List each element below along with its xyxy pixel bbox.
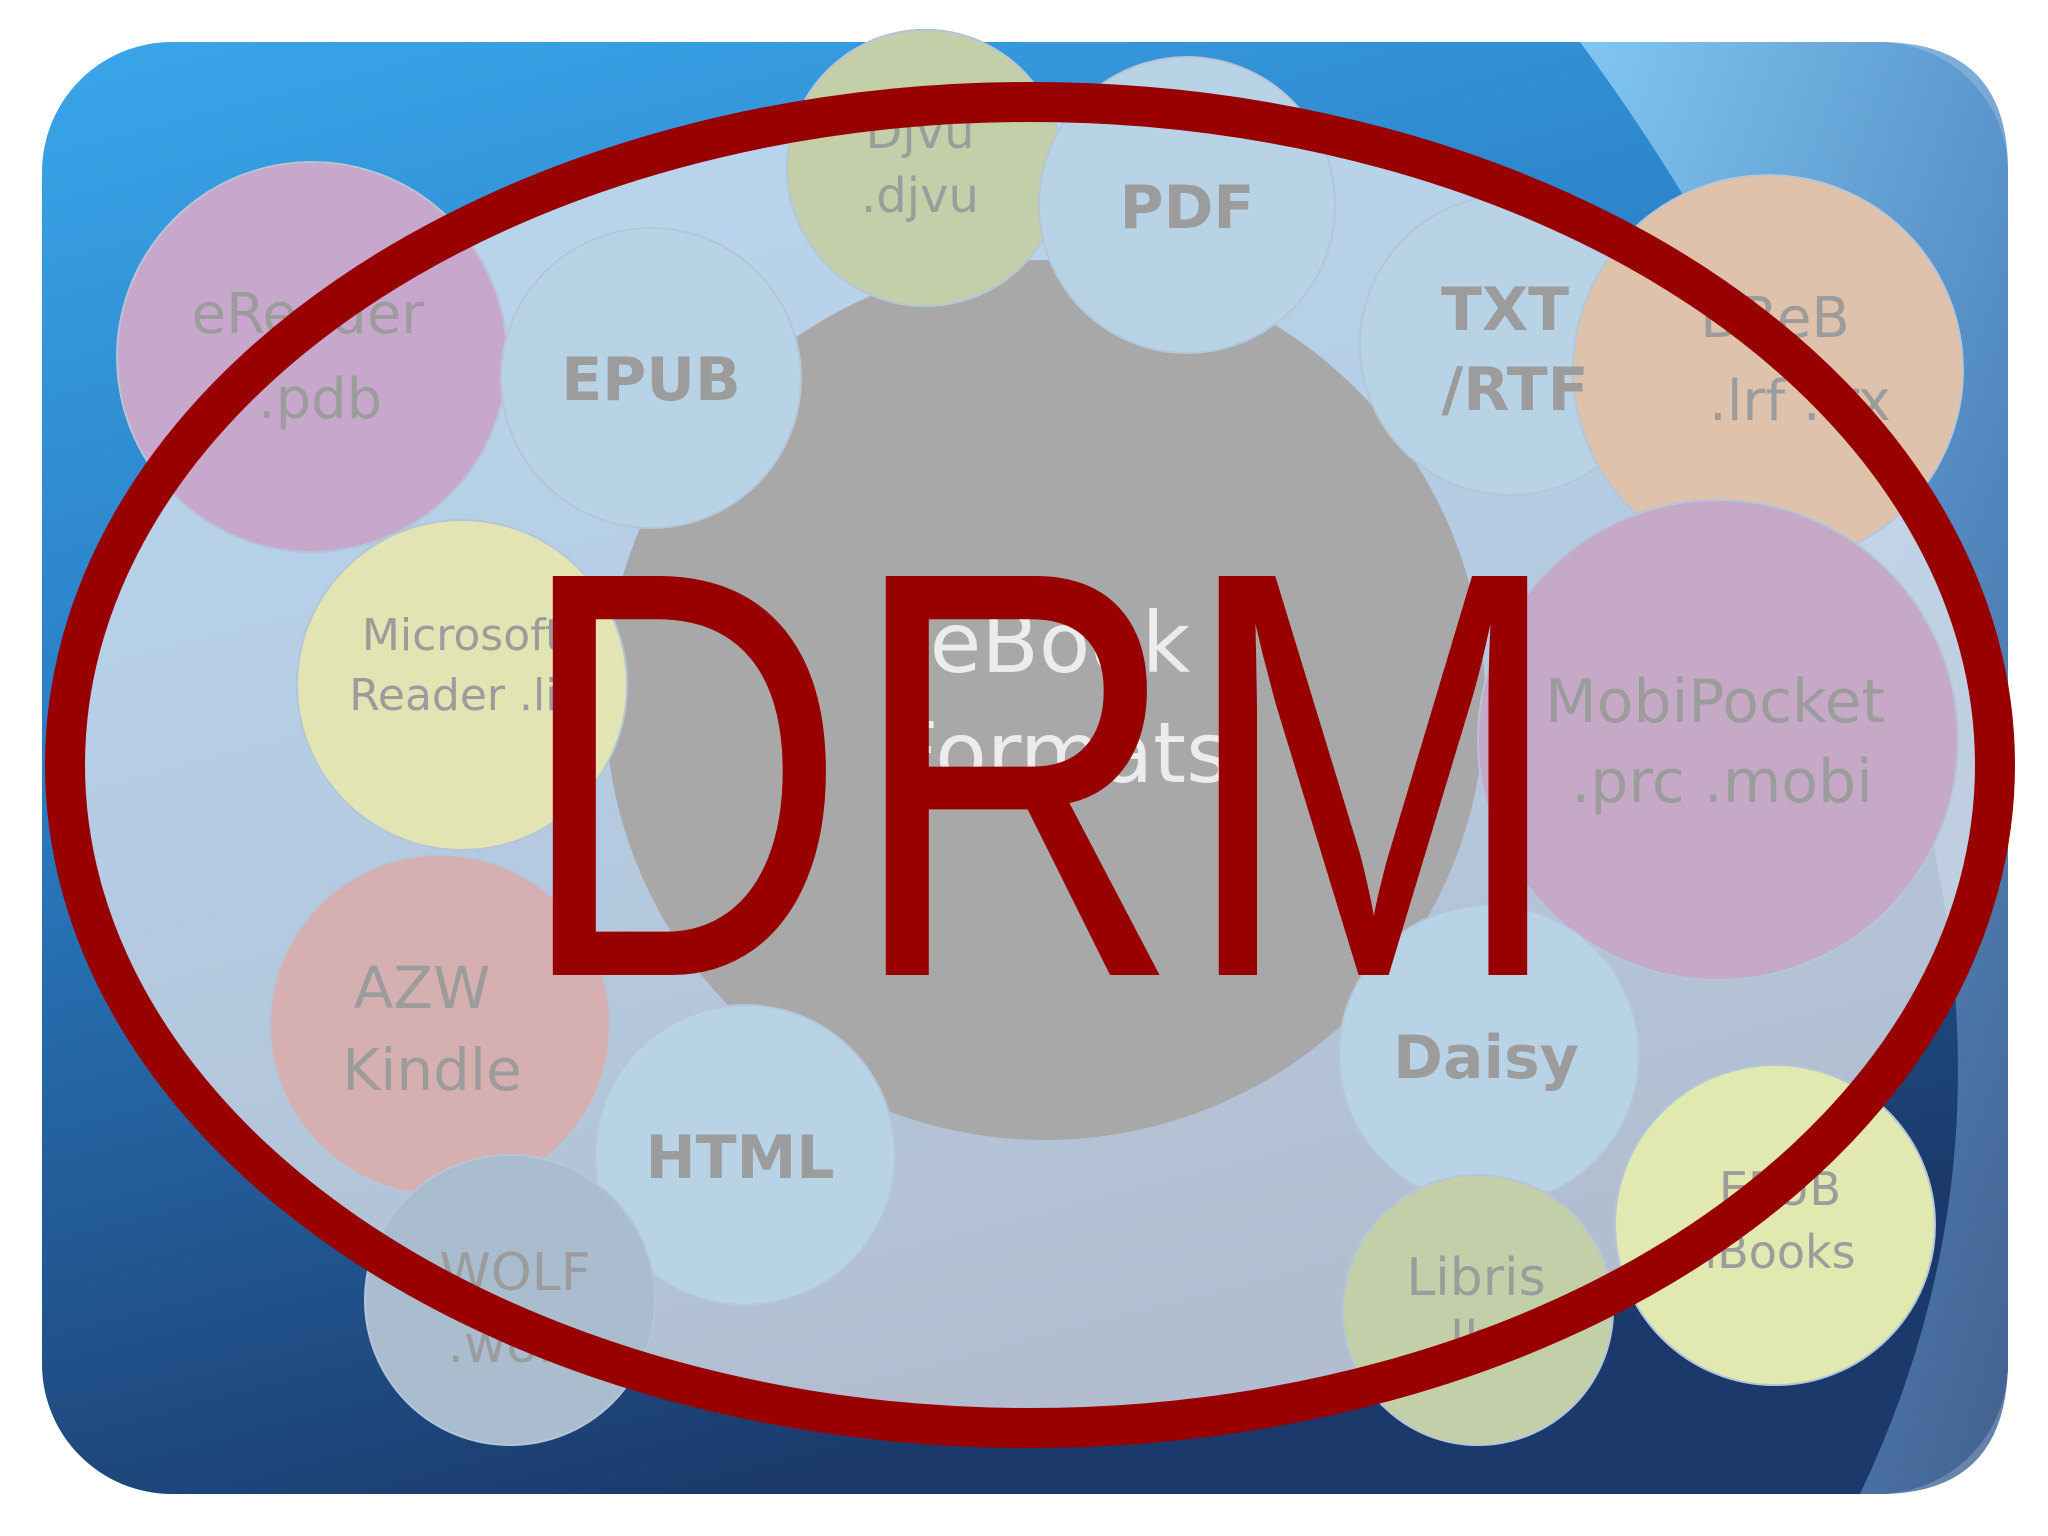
microsoft-reader-circle — [296, 519, 628, 851]
mobipocket-circle — [1477, 499, 1959, 981]
rtf-label: /RTF — [1441, 355, 1588, 425]
microsoft-reader-label-2: Reader .lit — [349, 670, 574, 721]
libris-label: Libris — [1406, 1248, 1545, 1308]
epub-label: EPUB — [561, 345, 740, 415]
drm-text: DRM — [515, 450, 1565, 1098]
mobipocket-label: MobiPocket — [1545, 667, 1885, 737]
epub-ibooks-circle-faded — [1614, 1064, 1936, 1386]
ereader-ext: .pdb — [258, 367, 382, 432]
daisy-label: Daisy — [1393, 1023, 1579, 1093]
html-label: HTML — [645, 1123, 834, 1193]
format-circles-inner — [116, 29, 1964, 1446]
djvu-ext: .djvu — [861, 168, 979, 224]
faded-labels: eBook Formats eReader .pdb Djvu .djvu PD… — [192, 104, 1891, 1375]
html-circle — [594, 1004, 896, 1306]
azw-sub: Kindle — [342, 1036, 522, 1104]
center-label-2: Formats — [890, 704, 1230, 802]
pdf-label: PDF — [1120, 173, 1255, 243]
center-label-1: eBook — [930, 594, 1191, 692]
drm-ring — [45, 82, 2015, 1448]
microsoft-reader-label-1: Microsoft — [362, 610, 562, 661]
txt-label: TXT — [1441, 275, 1569, 345]
epub-circle — [500, 227, 802, 529]
azw-label: AZW — [354, 954, 491, 1022]
center-circle — [605, 260, 1485, 1140]
mobipocket-ext: .prc .mobi — [1571, 747, 1873, 817]
